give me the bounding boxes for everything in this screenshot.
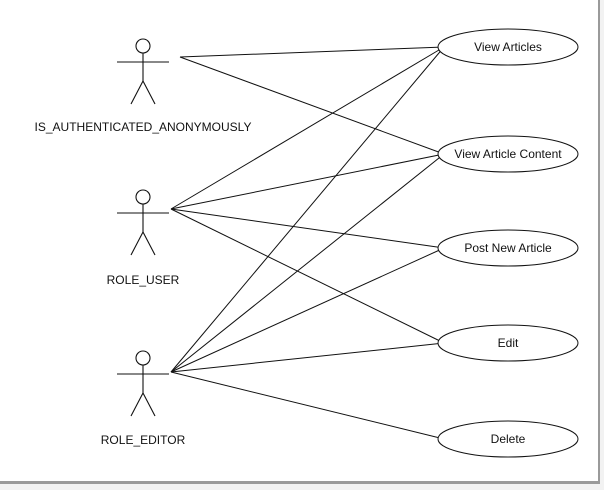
use-case-label: Post New Article: [464, 241, 552, 255]
actor-head: [135, 38, 151, 54]
use-case-view-content: View Article Content: [437, 135, 579, 173]
actor-right-leg: [142, 392, 156, 417]
association-editor-edit: [170, 342, 445, 373]
use-case-label: View Articles: [474, 40, 542, 54]
actor-left-leg: [130, 231, 144, 256]
use-case-ellipse: [437, 135, 579, 173]
use-case-ellipse: [437, 229, 579, 267]
actor-user: ROLE_USER: [107, 189, 180, 287]
use-case-ellipse: [437, 324, 579, 362]
actor-label: ROLE_USER: [107, 273, 180, 287]
actor-head: [135, 189, 151, 205]
association-user-post_article: [170, 208, 445, 249]
association-anon-view_content: [179, 56, 445, 155]
association-editor-delete: [170, 371, 445, 440]
use-case-label: Edit: [498, 336, 519, 350]
association-user-edit: [170, 208, 445, 344]
use-case-ellipse: [437, 420, 579, 458]
association-editor-view_articles: [170, 46, 445, 373]
actor-right-leg: [142, 231, 156, 256]
actor-label: IS_AUTHENTICATED_ANONYMOUSLY: [35, 120, 252, 134]
actor-anon: IS_AUTHENTICATED_ANONYMOUSLY: [35, 38, 252, 134]
actor-left-leg: [130, 80, 144, 105]
actor-left-leg: [130, 392, 144, 417]
actor-editor: ROLE_EDITOR: [101, 350, 186, 447]
actor-label: ROLE_EDITOR: [101, 433, 186, 447]
association-editor-post_article: [170, 247, 445, 373]
use-case-edit: Edit: [437, 324, 579, 362]
association-lines: [170, 46, 445, 440]
actor-right-leg: [142, 80, 156, 105]
use-case-label: View Article Content: [454, 147, 562, 161]
use-case-label: Delete: [491, 432, 526, 446]
use-case-ellipse: [437, 28, 579, 66]
association-editor-view_content: [170, 153, 445, 373]
actors-group: IS_AUTHENTICATED_ANONYMOUSLY ROLE_USER ROL…: [35, 38, 252, 447]
use-case-post-article: Post New Article: [437, 229, 579, 267]
association-anon-view_articles: [179, 46, 445, 58]
association-user-view_articles: [170, 46, 445, 210]
use-case-delete: Delete: [437, 420, 579, 458]
association-user-view_content: [170, 153, 445, 210]
use-case-view-articles: View Articles: [437, 28, 579, 66]
actor-head: [135, 350, 151, 366]
